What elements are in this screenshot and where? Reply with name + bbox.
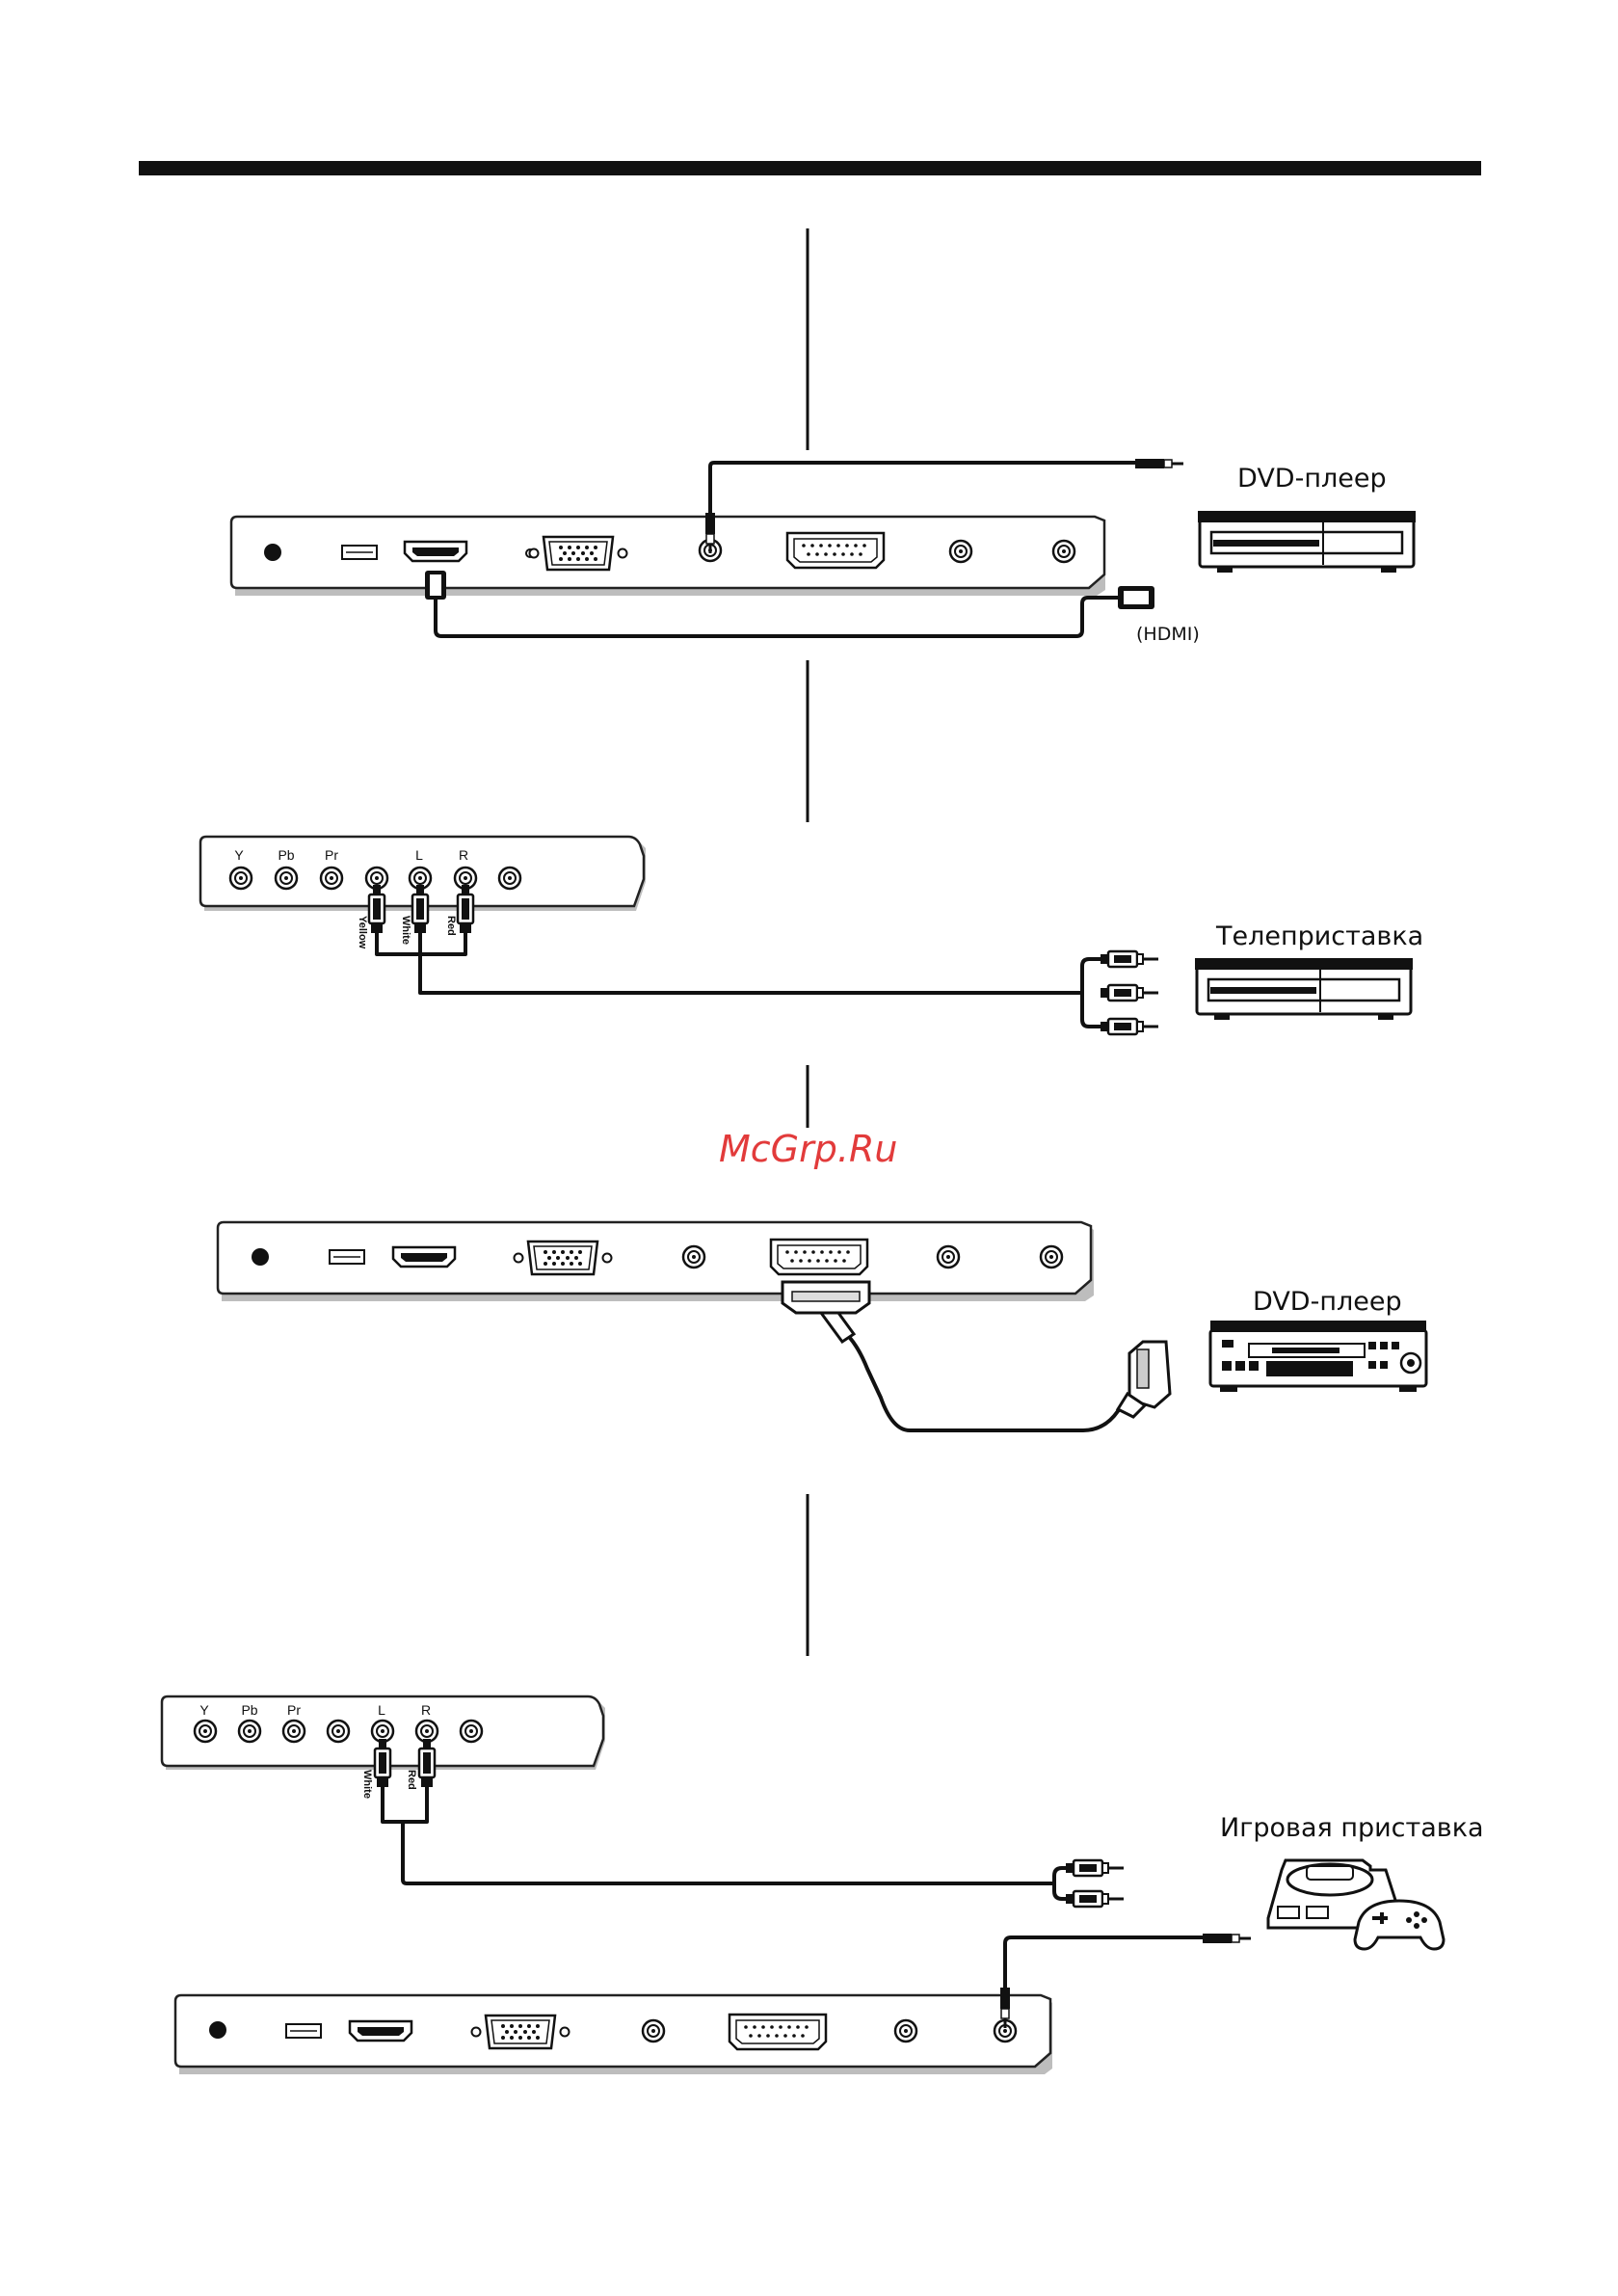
rca-plug-icon (1101, 1019, 1158, 1034)
set-top-box-icon (1195, 958, 1413, 1020)
port-label-pb: Pb (241, 1702, 257, 1718)
port-label-pr: Pr (287, 1702, 301, 1718)
jack-plug-icon (1135, 459, 1183, 468)
rca-jack-icon (283, 1721, 305, 1742)
port-label-y: Y (199, 1702, 209, 1718)
hdmi-port-icon (393, 1247, 455, 1267)
usb-port-icon (330, 1250, 364, 1264)
power-jack-icon (209, 2021, 226, 2039)
dvd-player-icon (1198, 511, 1416, 573)
rca-jack-icon (643, 2020, 664, 2042)
port-label-r: R (459, 847, 468, 863)
audio-cable (710, 463, 1137, 522)
tv-panel-1 (231, 517, 1105, 596)
port-label-pr: Pr (325, 847, 338, 863)
rca-jack-icon (683, 1246, 704, 1268)
audio-cable (1005, 1937, 1205, 1991)
rca-jack-icon (938, 1246, 959, 1268)
rca-plug-icon (1101, 985, 1158, 1001)
rca-jack-icon (276, 868, 297, 889)
rca-jack-icon (230, 868, 252, 889)
set-top-box-label: Телеприставка (1215, 921, 1423, 951)
rca-jack-icon (372, 1721, 393, 1742)
av-cable (377, 933, 1082, 993)
plug-label-white: White (361, 1770, 373, 1799)
rca-jack-icon (195, 1721, 216, 1742)
dvd-player-icon (1210, 1321, 1426, 1392)
tv-panel-4 (175, 1995, 1052, 2074)
scart-plug-icon (782, 1282, 869, 1342)
rca-jack-icon (321, 868, 342, 889)
rca-jack-icon (416, 1721, 438, 1742)
port-label-y: Y (234, 847, 244, 863)
rca-jack-icon (461, 1721, 482, 1742)
port-label-l: L (378, 1702, 385, 1718)
rca-jack-icon (499, 868, 520, 889)
hdmi-port-icon (350, 2021, 411, 2041)
av-cable (383, 1787, 1054, 1883)
game-console-label: Игровая приставка (1220, 1813, 1484, 1843)
plug-label-red: Red (406, 1770, 417, 1790)
scart-port-icon (729, 2015, 826, 2049)
power-jack-icon (264, 544, 281, 561)
header-bar (139, 161, 1481, 175)
rca-plug-icon (1066, 1891, 1124, 1907)
jack-plug-icon (1203, 1934, 1251, 1943)
game-console-icon (1268, 1860, 1444, 1949)
rca-jack-icon (950, 541, 971, 562)
rca-jack-icon (328, 1721, 349, 1742)
hdmi-port-icon (405, 542, 466, 561)
watermark-text: McGrp.Ru (719, 1128, 897, 1170)
hdmi-plug-icon (1118, 586, 1154, 609)
usb-port-icon (342, 546, 377, 559)
power-jack-icon (252, 1248, 269, 1266)
usb-port-icon (286, 2024, 321, 2038)
port-label-l: L (415, 847, 423, 863)
plug-label-yellow: Yellow (357, 916, 368, 949)
rca-jack-icon (239, 1721, 260, 1742)
rca-plug-icon (1066, 1860, 1124, 1876)
rca-jack-icon (895, 2020, 916, 2042)
dvd-player-label: DVD-плеер (1253, 1287, 1402, 1317)
rca-jack-icon (1053, 541, 1074, 562)
hdmi-cable-label: (HDMI) (1136, 624, 1200, 645)
scart-port-icon (787, 533, 884, 568)
port-label-r: R (421, 1702, 431, 1718)
port-label-pb: Pb (278, 847, 294, 863)
hdmi-cable (436, 598, 1118, 636)
plug-label-white: White (400, 916, 411, 945)
tv-panel-3 (218, 1222, 1094, 1301)
scart-plug-icon (1118, 1342, 1170, 1417)
scart-port-icon (771, 1240, 867, 1274)
rca-plug-icon (1101, 951, 1158, 967)
scart-cable (850, 1338, 1131, 1430)
dvd-player-label: DVD-плеер (1237, 464, 1387, 494)
hdmi-plug-icon (425, 571, 446, 600)
plug-label-red: Red (445, 916, 457, 936)
rca-jack-icon (1041, 1246, 1062, 1268)
